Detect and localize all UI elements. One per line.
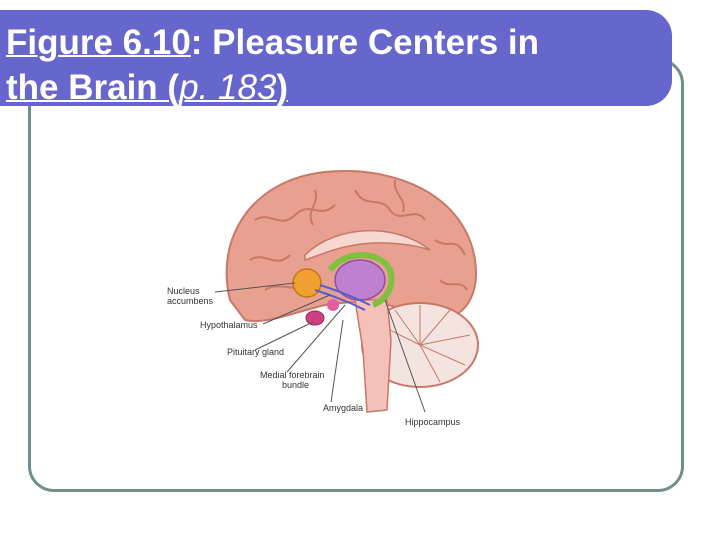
cerebellum-folia bbox=[379, 305, 471, 383]
brain-illustration bbox=[214, 170, 479, 413]
title-figure-number: Figure 6.10 bbox=[6, 23, 191, 62]
title-paren: ) bbox=[276, 68, 289, 107]
label-hippocampus: Hippocampus bbox=[405, 417, 461, 427]
brain-figure: Nucleus accumbens Hypothalamus Pituitary… bbox=[155, 150, 485, 440]
title-page-ref: p. 183 bbox=[179, 68, 277, 107]
label-amygdala: Amygdala bbox=[323, 403, 364, 413]
title-text-line1: : Pleasure Centers in bbox=[190, 23, 539, 62]
label-nucleus-line1: Nucleus bbox=[167, 286, 200, 296]
label-nucleus-line2: accumbens bbox=[167, 296, 214, 306]
pituitary-shape bbox=[305, 310, 325, 326]
title-text-line2: the Brain ( bbox=[6, 68, 180, 107]
brainstem-shape bbox=[354, 299, 392, 413]
nucleus-accumbens-shape bbox=[292, 268, 322, 298]
label-nucleus-accumbens: Nucleus accumbens bbox=[167, 286, 213, 306]
title-bar: Figure 6.10: Pleasure Centers in the Bra… bbox=[0, 10, 672, 107]
label-hypothalamus: Hypothalamus bbox=[200, 320, 258, 330]
label-leader-lines bbox=[214, 282, 426, 413]
label-medial-forebrain-bundle: Medial forebrain bundle bbox=[260, 370, 325, 390]
forebrain-bundle-lines bbox=[314, 284, 371, 311]
label-mfb-line2: bundle bbox=[282, 380, 310, 390]
slide-title: Figure 6.10: Pleasure Centers in the Bra… bbox=[6, 20, 666, 110]
hippocampus-ring bbox=[327, 252, 395, 308]
label-pituitary-gland: Pituitary gland bbox=[227, 347, 285, 357]
amygdala-shape bbox=[327, 299, 339, 311]
corpus-callosum-shape bbox=[304, 229, 431, 262]
label-mfb-line1: Medial forebrain bbox=[260, 370, 325, 380]
